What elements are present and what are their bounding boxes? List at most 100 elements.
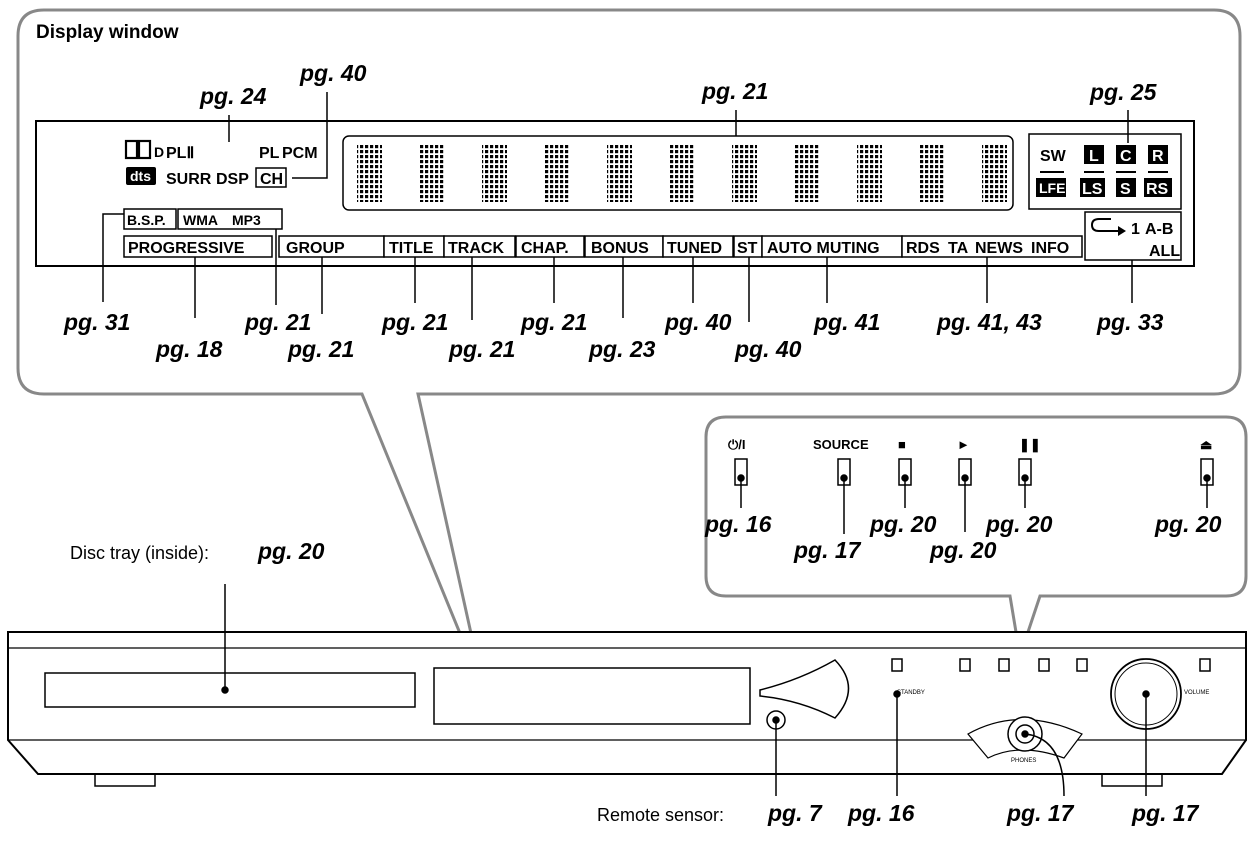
indicator-info: INFO <box>1031 240 1069 257</box>
indicator-surr: SURR <box>166 171 212 188</box>
ref-disc-tray: pg. 20 <box>257 538 325 564</box>
indicator-ch: CH <box>260 171 283 188</box>
front-pause-button[interactable] <box>1076 658 1088 672</box>
dolby-logo <box>124 139 152 160</box>
speaker-r-box <box>1148 145 1168 164</box>
speaker-lfe-box <box>1036 178 1066 197</box>
ch-box <box>255 167 287 188</box>
speaker-rs-box <box>1144 178 1172 197</box>
ref-speakers: pg. 25 <box>1089 79 1158 105</box>
label-eject: ⏏ <box>1200 437 1212 452</box>
standby-text: STANDBY <box>897 690 925 696</box>
chap-box <box>515 235 585 258</box>
dot-matrix-characters <box>357 144 1007 202</box>
dot-matrix-cell <box>919 144 945 202</box>
ref-play: pg. 20 <box>929 537 997 563</box>
indicator-title: TITLE <box>389 240 434 257</box>
indicator-wma: WMA <box>183 212 218 228</box>
indicator-bonus: BONUS <box>591 240 649 257</box>
indicator-mp3: MP3 <box>232 212 261 228</box>
ref-stop: pg. 20 <box>869 511 937 537</box>
dot-matrix-cell <box>544 144 570 202</box>
indicator-l: L <box>1089 148 1099 165</box>
ref-st: pg. 40 <box>734 336 802 362</box>
ref-title: pg. 21 <box>381 309 448 335</box>
disc-tray[interactable] <box>44 672 416 708</box>
label-power: ⏻/I <box>728 437 746 452</box>
front-eject-button[interactable] <box>1199 658 1211 672</box>
ref-matrix: pg. 21 <box>701 78 768 104</box>
track-box <box>443 235 516 258</box>
indicator-tuned: TUNED <box>667 240 722 257</box>
indicator-lfe: LFE <box>1039 180 1065 196</box>
wma-mp3-box <box>177 208 283 230</box>
front-display <box>433 667 751 725</box>
indicator-track: TRACK <box>448 240 504 257</box>
indicator-news: NEWS <box>975 240 1023 257</box>
top-panel-leaders <box>737 474 1211 534</box>
label-stop: ■ <box>898 437 906 452</box>
dot-matrix-cell <box>357 144 382 202</box>
indicator-r: R <box>1152 148 1164 165</box>
ref-chap: pg. 21 <box>520 309 587 335</box>
indicator-pl2: PLⅡ <box>166 145 194 162</box>
indicator-auto-muting: AUTO MUTING <box>767 240 880 257</box>
front-leader-lines <box>221 584 1150 797</box>
indicator-bsp: B.S.P. <box>127 212 166 228</box>
label-pause: ❚❚ <box>1019 437 1041 453</box>
display-leader-lines <box>102 92 1133 322</box>
indicator-chap: CHAP. <box>521 240 569 257</box>
front-stop-button[interactable] <box>998 658 1010 672</box>
ref-power: pg. 16 <box>704 511 772 537</box>
indicator-pcm: PCM <box>282 145 318 162</box>
indicator-dolby-d: D <box>154 144 164 160</box>
ref-mp3: pg. 21 <box>244 309 311 335</box>
ref-auto-muting: pg. 41 <box>813 309 880 335</box>
speaker-ls-box <box>1080 178 1105 197</box>
ref-progressive: pg. 18 <box>155 336 223 362</box>
front-source-button[interactable] <box>959 658 971 672</box>
label-source: SOURCE <box>813 437 869 452</box>
indicator-progressive: PROGRESSIVE <box>128 240 245 257</box>
indicator-group: GROUP <box>286 240 345 257</box>
ref-remote-sensor: pg. 7 <box>767 800 823 826</box>
disc-tray-label: Disc tray (inside): <box>70 543 209 563</box>
ref-repeat: pg. 33 <box>1096 309 1164 335</box>
ref-bsp: pg. 31 <box>63 309 130 335</box>
dts-logo <box>126 167 156 185</box>
indicator-ls: LS <box>1082 181 1103 198</box>
ref-dolby: pg. 24 <box>199 83 267 109</box>
speaker-l-box <box>1084 145 1104 164</box>
front-power-button[interactable] <box>891 658 903 672</box>
indicator-dts: dts <box>130 168 151 184</box>
indicator-st: ST <box>737 240 758 257</box>
display-window-title: Display window <box>36 22 179 43</box>
front-play-button[interactable] <box>1038 658 1050 672</box>
dot-matrix-cell <box>482 144 507 202</box>
ref-track: pg. 21 <box>448 336 515 362</box>
ref-source: pg. 17 <box>793 537 862 563</box>
ref-ch: pg. 40 <box>299 60 367 86</box>
dot-matrix-cell <box>982 144 1007 202</box>
indicator-rs: RS <box>1146 181 1169 198</box>
dot-matrix-cell <box>419 144 445 202</box>
dot-matrix-cell <box>857 144 882 202</box>
ref-bonus: pg. 23 <box>588 336 656 362</box>
indicator-repeat-1: 1 <box>1131 221 1140 238</box>
dot-matrix-cell <box>607 144 632 202</box>
repeat-icon <box>1091 218 1126 236</box>
label-play: ► <box>957 437 970 452</box>
dot-matrix-cell <box>669 144 695 202</box>
ref-volume: pg. 17 <box>1131 800 1200 826</box>
dot-matrix-cell <box>732 144 757 202</box>
device-body <box>7 631 1247 787</box>
volume-text: VOLUME <box>1184 690 1209 696</box>
speaker-s-box <box>1116 178 1136 197</box>
phones-text: PHONES <box>1011 758 1036 764</box>
indicator-s: S <box>1120 181 1131 198</box>
progressive-box <box>123 235 273 258</box>
dot-matrix-cell <box>794 144 820 202</box>
indicator-dsp: DSP <box>216 171 249 188</box>
indicator-c: C <box>1120 148 1132 165</box>
